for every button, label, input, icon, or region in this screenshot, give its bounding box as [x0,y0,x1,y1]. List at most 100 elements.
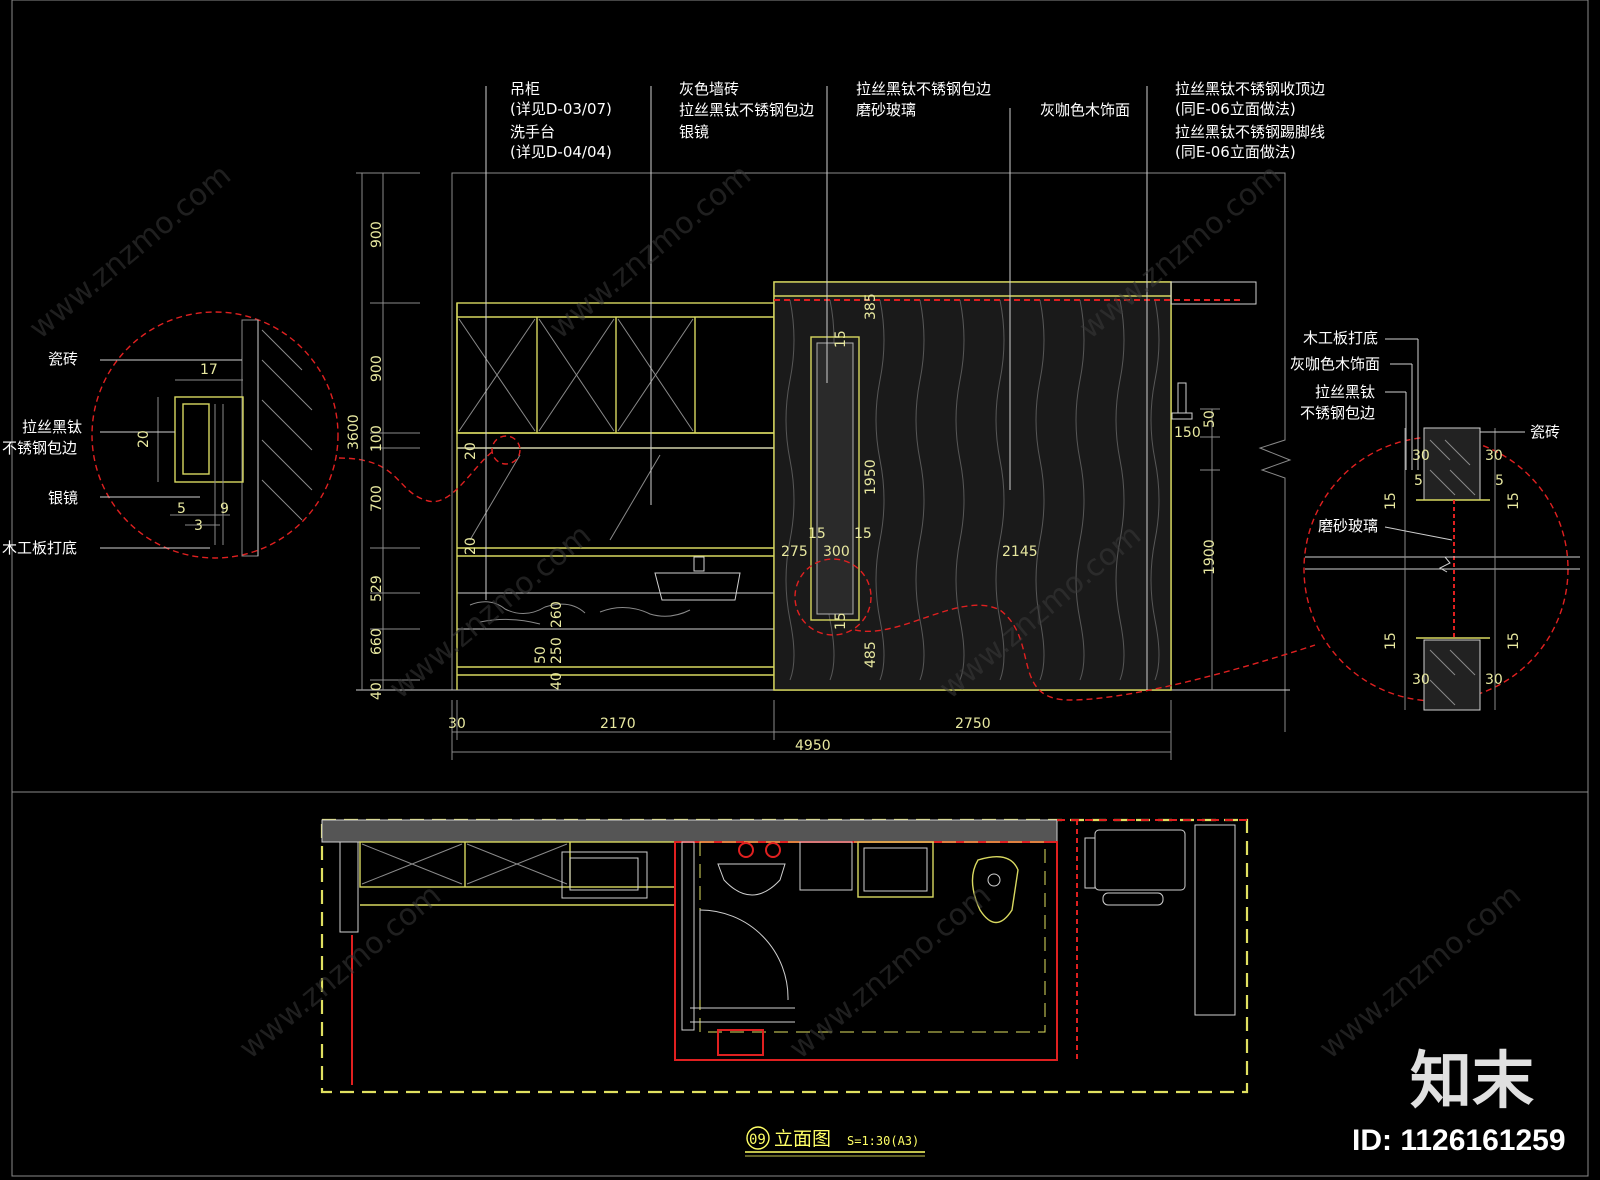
bottom-dimension-chain [451,700,1172,760]
svg-text:900: 900 [369,221,385,248]
label-silver-mirror: 银镜 [679,123,709,141]
detail-left-tile: 瓷砖 [48,350,78,368]
svg-text:40: 40 [369,682,385,700]
label-frosted-glass: 磨砂玻璃 [856,101,916,119]
svg-text:1950: 1950 [863,459,879,495]
label-leaders [485,86,1148,690]
svg-text:275: 275 [781,544,808,560]
svg-text:15: 15 [1383,492,1399,510]
title-number: 09 [749,1132,766,1148]
label-grey-tile: 灰色墙砖 [679,80,739,98]
svg-text:900: 900 [369,355,385,382]
svg-text:1900: 1900 [1202,539,1218,575]
brand-logo-text: 知末 [1410,1044,1534,1117]
svg-text:30: 30 [1485,672,1503,688]
label-steel-edge-a: 拉丝黑钛不锈钢包边 [679,101,814,119]
title-name: 立面图 [774,1128,831,1150]
detail-right-tile: 瓷砖 [1530,423,1560,441]
detail-right-base: 木工板打底 [1303,329,1378,347]
detail-left [91,311,339,559]
svg-text:260: 260 [549,601,565,628]
watermark-text: www.znzmo.com [383,518,598,707]
detail-right [1303,338,1580,711]
svg-text:20: 20 [136,430,152,448]
svg-text:385: 385 [863,293,879,320]
top-trim [1170,281,1257,305]
title-scale: S=1:30(A3) [847,1134,919,1148]
svg-text:5: 5 [1495,473,1504,489]
svg-text:5: 5 [1414,473,1423,489]
svg-text:4950: 4950 [795,738,831,754]
svg-text:3600: 3600 [346,414,362,450]
svg-text:3: 3 [194,518,203,534]
label-hanging-cabinet: 吊柜 [510,80,540,98]
detail-right-veneer: 灰咖色木饰面 [1290,355,1380,373]
svg-text:15: 15 [1506,632,1522,650]
label-top-trim: 拉丝黑钛不锈钢收顶边 [1175,80,1325,98]
svg-text:529: 529 [369,575,385,602]
svg-text:15: 15 [833,330,849,348]
wall-outline [451,172,1292,732]
watermark-text: www.znzmo.com [1073,158,1288,347]
label-skirting: 拉丝黑钛不锈钢踢脚线 [1175,123,1325,141]
svg-text:17: 17 [200,362,218,378]
svg-text:30: 30 [1412,448,1430,464]
svg-text:485: 485 [863,641,879,668]
towel-hook [1177,382,1187,414]
detail-right-edge-2: 不锈钢包边 [1300,404,1375,422]
detail-left-edge-1: 拉丝黑钛 [22,418,82,436]
svg-text:700: 700 [369,485,385,512]
label-wood-veneer: 灰咖色木饰面 [1040,101,1130,119]
title-number-circle [746,1126,770,1150]
svg-text:5: 5 [177,501,186,517]
watermark-text: www.znzmo.com [783,878,998,1067]
svg-text:40: 40 [549,672,565,690]
label-steel-edge-b: 拉丝黑钛不锈钢包边 [856,80,991,98]
label-hanging-cabinet-ref: (详见D-03/07) [510,100,612,118]
svg-text:2170: 2170 [600,716,636,732]
label-top-trim-ref: (同E-06立面做法) [1175,100,1296,118]
watermark-text: www.znzmo.com [23,158,238,347]
svg-text:15: 15 [854,526,872,542]
elevation-view [337,86,1316,760]
svg-text:15: 15 [1506,492,1522,510]
plan-boundary [320,818,1249,1094]
svg-text:15: 15 [808,526,826,542]
plan-view [320,818,1249,1094]
svg-text:150: 150 [1174,425,1201,441]
frosted-glass-strip [810,336,860,621]
watermark-text: www.znzmo.com [1313,878,1528,1067]
faucet [693,556,705,572]
mirror-panel [456,447,775,549]
svg-text:15: 15 [1383,632,1399,650]
right-dimension-chain [1200,408,1220,690]
label-washbasin-ref: (详见D-04/04) [510,143,612,161]
detail-left-edge-2: 不锈钢包边 [2,439,77,457]
sheet-border [11,0,1589,1177]
svg-text:250: 250 [549,637,565,664]
svg-text:2145: 2145 [1002,544,1038,560]
left-dimension-chain [356,172,420,690]
svg-text:100: 100 [369,425,385,452]
svg-text:300: 300 [823,544,850,560]
svg-text:2750: 2750 [955,716,991,732]
svg-text:30: 30 [1485,448,1503,464]
basin [654,572,741,601]
svg-text:20: 20 [463,537,479,555]
svg-text:30: 30 [1412,672,1430,688]
svg-text:15: 15 [833,612,849,630]
svg-text:9: 9 [220,501,229,517]
watermark-text: www.znzmo.com [543,158,758,347]
svg-text:20: 20 [463,442,479,460]
detail-left-base: 木工板打底 [2,539,77,557]
detail-right-edge-1: 拉丝黑钛 [1315,383,1375,401]
svg-text:660: 660 [369,628,385,655]
label-skirting-ref: (同E-06立面做法) [1175,143,1296,161]
callout-right-marker [794,558,872,636]
svg-text:50: 50 [533,646,549,664]
callout-left-marker [491,435,521,465]
svg-text:30: 30 [448,716,466,732]
detail-right-glass: 磨砂玻璃 [1318,517,1378,535]
svg-text:50: 50 [1202,410,1218,428]
